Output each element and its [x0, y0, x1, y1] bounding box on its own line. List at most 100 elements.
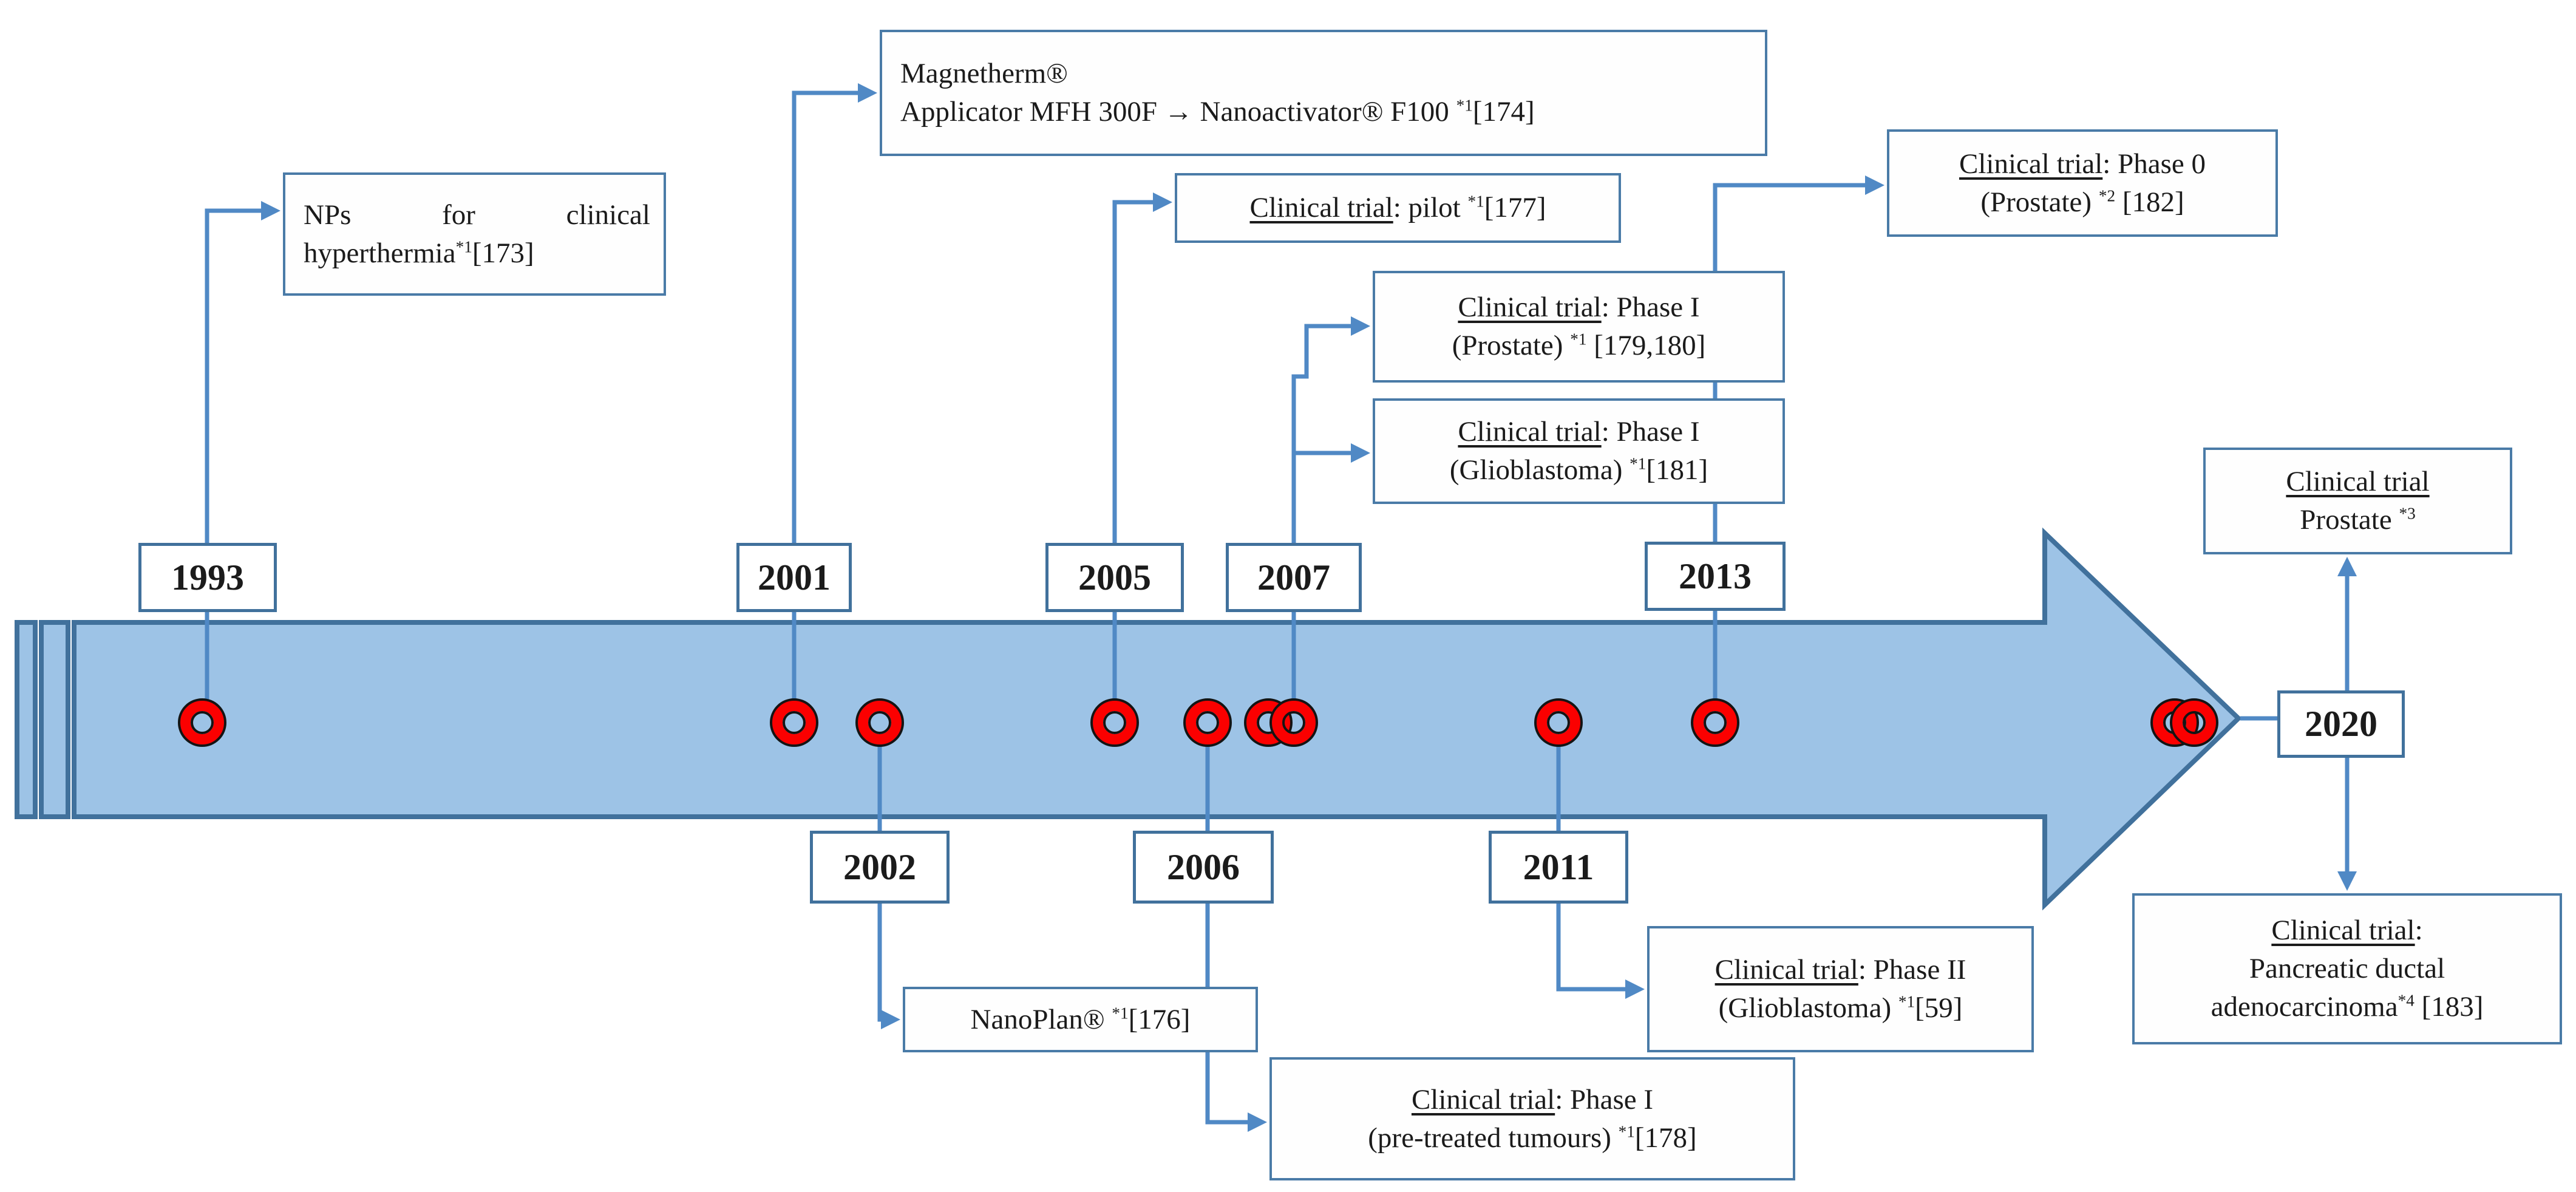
event-text-line: Clinical trial: pilot *1[177] — [1191, 189, 1605, 227]
event-text: (Glioblastoma) — [1449, 454, 1630, 486]
event-text: *1 — [1467, 192, 1484, 211]
event-text-line: Magnetherm® — [900, 55, 1752, 93]
event-text: *1 — [1456, 96, 1473, 115]
event-text: : Phase I — [1601, 416, 1700, 448]
underlined-label: Clinical trial — [1458, 291, 1602, 324]
event-text-line: (Prostate) *2 [182] — [1903, 183, 2262, 222]
event-text-line: Clinical trial: Phase I — [1388, 413, 1769, 451]
event-text: hyperthermia — [304, 237, 456, 269]
event-text: [182] — [2115, 186, 2184, 218]
event-text: [178] — [1634, 1122, 1697, 1154]
year-box-2011: 2011 — [1489, 831, 1628, 904]
underlined-label: Clinical trial — [1959, 148, 2103, 180]
timeline-marker-2011 — [1534, 698, 1583, 747]
timeline-marker-2002 — [855, 698, 904, 747]
connector-2006-to-pretreated — [1205, 904, 1268, 1132]
event-text: : Phase I — [1555, 1083, 1654, 1115]
event-text: : Phase II — [1858, 954, 1966, 986]
event-text-line: adenocarcinoma*4 [183] — [2148, 988, 2546, 1026]
event-text: *3 — [2399, 504, 2416, 523]
event-text: : Phase 0 — [2102, 148, 2206, 180]
event-word: clinical — [566, 199, 650, 231]
event-text: [179,180] — [1586, 330, 1706, 361]
event-text-line: Clinical trial: — [2148, 911, 2546, 950]
underlined-label: Clinical trial — [2286, 466, 2430, 498]
event-text: [177] — [1484, 192, 1546, 224]
event-text: [176] — [1128, 1003, 1191, 1035]
event-box-magnetherm-2001: Magnetherm®Applicator MFH 300F → Nanoact… — [880, 30, 1767, 156]
event-text-line: Applicator MFH 300F → Nanoactivator® F10… — [900, 93, 1752, 131]
year-label: 2013 — [1679, 556, 1752, 596]
connector-2011-to-phase2 — [1556, 904, 1645, 1000]
event-text: [174] — [1472, 96, 1535, 128]
connector-2002-to-nanoplan — [877, 904, 901, 1030]
event-text: Magnetherm® — [900, 58, 1068, 90]
event-text: [59] — [1915, 992, 1963, 1024]
timeline-marker-2013 — [1691, 698, 1739, 747]
year-box-2005: 2005 — [1045, 543, 1184, 612]
timeline-break-bar — [39, 620, 70, 819]
event-text: adenocarcinoma — [2211, 990, 2398, 1023]
event-text-line: Pancreatic ductal — [2148, 950, 2546, 988]
event-text-line: (Glioblastoma) *1[59] — [1663, 989, 2018, 1027]
event-text-line: Clinical trial — [2219, 463, 2496, 501]
event-text: *1 — [455, 237, 472, 256]
year-box-2006: 2006 — [1133, 831, 1274, 904]
event-text: *4 — [2398, 991, 2415, 1010]
event-text-line: (Prostate) *1 [179,180] — [1388, 327, 1769, 365]
year-label: 2007 — [1257, 557, 1330, 598]
event-box-nanoplan-2002: NanoPlan® *1[176] — [903, 987, 1258, 1052]
event-text: *1 — [1618, 1122, 1635, 1140]
underlined-label: Clinical trial — [1458, 416, 1602, 448]
event-box-pretreated-2006: Clinical trial: Phase I(pre-treated tumo… — [1269, 1057, 1795, 1180]
timeline-marker-2007 — [1269, 698, 1318, 747]
connector-1993-to-nps — [205, 200, 281, 543]
year-box-2013: 2013 — [1645, 542, 1786, 611]
year-label: 2002 — [843, 846, 916, 887]
timeline-marker-2006 — [1183, 698, 1232, 747]
event-word: NPs — [304, 199, 352, 231]
event-text: NanoPlan® — [970, 1003, 1112, 1035]
event-text: *1 — [1630, 454, 1647, 473]
year-label: 2006 — [1167, 846, 1240, 887]
event-text-line: hyperthermia*1[173] — [304, 234, 650, 273]
event-text: Pancreatic ductal — [2249, 953, 2445, 985]
year-box-2007: 2007 — [1226, 543, 1362, 612]
event-text-line: Prostate *3 — [2219, 501, 2496, 539]
event-text: [183] — [2414, 990, 2484, 1023]
underlined-label: Clinical trial — [1249, 192, 1393, 224]
event-text: (pre-treated tumours) — [1368, 1122, 1619, 1154]
year-label: 1993 — [171, 557, 244, 598]
event-text: *1 — [1898, 992, 1915, 1011]
event-box-phase0-prostate-2013: Clinical trial: Phase 0(Prostate) *2 [18… — [1887, 129, 2278, 237]
year-label: 2011 — [1523, 846, 1594, 887]
timeline-arrow — [72, 527, 2242, 911]
event-text-line: (pre-treated tumours) *1[178] — [1285, 1119, 1779, 1157]
event-text-line: Clinical trial: Phase 0 — [1903, 145, 2262, 183]
year-label: 2020 — [2305, 704, 2377, 744]
connector-2005-to-pilot — [1112, 192, 1173, 543]
year-box-2001: 2001 — [736, 543, 852, 612]
year-box-2002: 2002 — [810, 831, 950, 904]
year-box-1993: 1993 — [138, 543, 277, 612]
timeline-marker-1993 — [178, 698, 226, 747]
event-text: (Glioblastoma) — [1718, 992, 1898, 1024]
underlined-label: Clinical trial — [1715, 954, 1858, 986]
connector-2007-to-phase1-prostate — [1291, 316, 1371, 543]
timeline-marker-2020 — [2170, 698, 2218, 747]
year-label: 2005 — [1078, 557, 1151, 598]
event-text: (Prostate) — [1980, 186, 2099, 218]
year-box-2020: 2020 — [2277, 690, 2405, 758]
timeline-marker-2005 — [1090, 698, 1139, 747]
event-box-phase1-glioblastoma-2007: Clinical trial: Phase I(Glioblastoma) *1… — [1373, 398, 1785, 504]
event-text: *1 — [1570, 330, 1587, 349]
event-text: *2 — [2098, 186, 2116, 205]
event-box-phase2-glioblastoma-2011: Clinical trial: Phase II(Glioblastoma) *… — [1647, 926, 2034, 1052]
event-text: Prostate — [2300, 504, 2399, 536]
connector-2001-to-magnetherm — [792, 83, 878, 543]
